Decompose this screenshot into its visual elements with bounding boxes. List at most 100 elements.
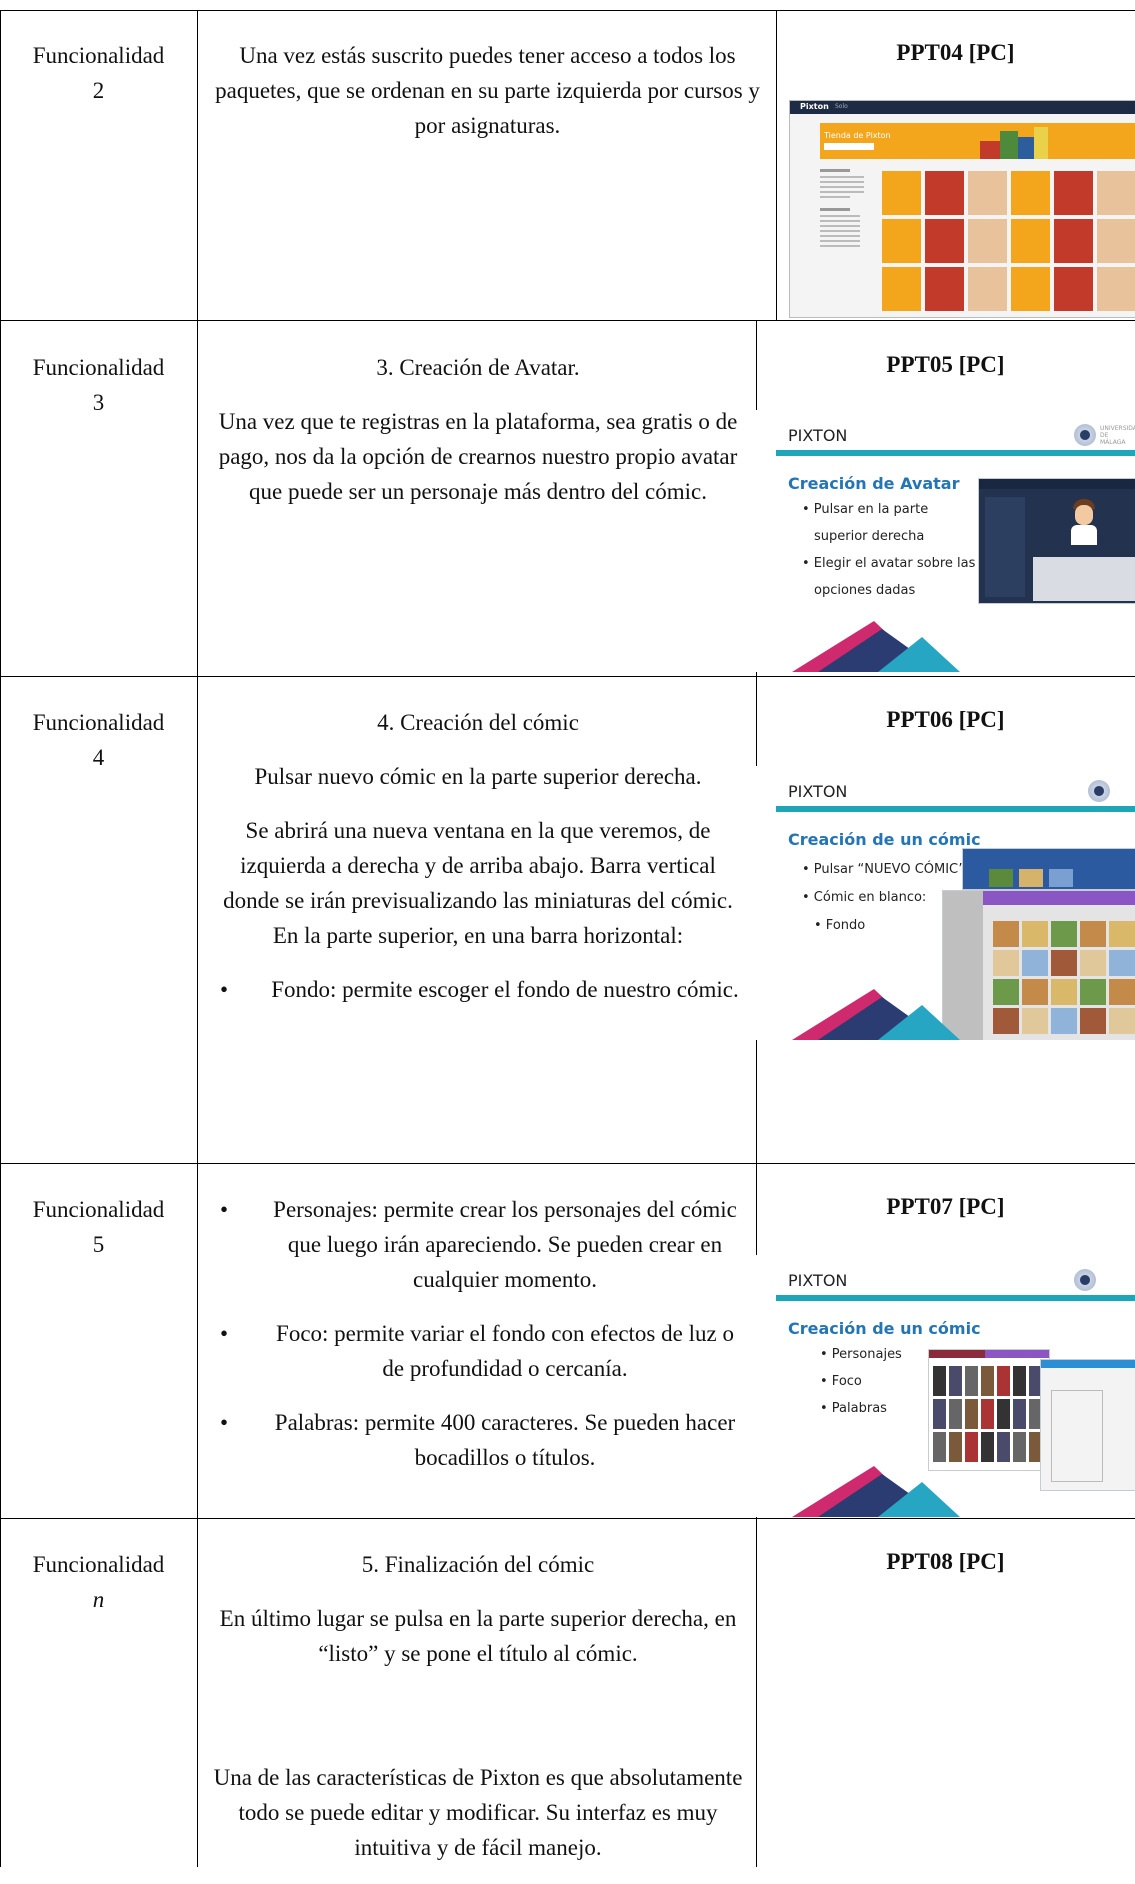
bullet-glyph: • [220,1410,229,1435]
thumbnail-tile [949,1399,962,1429]
table-row-divider-3 [0,1163,1135,1164]
thumbnail-tile [1013,1432,1026,1462]
section-heading: 4. Creación del cómic [377,710,579,735]
thumbnail-tile [1022,950,1048,976]
thumbnail-tile [1011,219,1050,263]
thumbnail-tile [968,171,1007,215]
thumbnail-tile [925,219,964,263]
thumbnail-tile [993,950,1019,976]
slide-subtitle: Creación de un cómic [788,1319,981,1338]
thumbnail-tile [882,267,921,311]
triangle-shapes-icon [792,1466,960,1517]
row-description: • Personajes: permite crear los personaj… [210,1192,746,1475]
thumbnail-tile [1013,1399,1026,1429]
table-col-divider-2b [756,320,757,1867]
slide-decoration [756,615,1135,672]
thumbnail-tile [949,1366,962,1396]
store-banner [820,123,1135,159]
thumbnail-tile [997,1432,1010,1462]
slide-decoration [756,1460,1016,1517]
slide-accent-bar [776,806,1135,812]
row-label: Funcionalidad 2 [32,43,165,103]
thumbnail-tile [997,1399,1010,1429]
thumbnail-tile [933,1399,946,1429]
triangle-shapes-icon [792,989,960,1040]
slide-subtitle: Creación de Avatar [788,474,960,493]
thumbnail-tile [1097,267,1135,311]
avatar-editor-screenshot [978,478,1135,604]
section-heading: 3. Creación de Avatar. [376,355,580,380]
thumbnail-tile [1022,921,1048,947]
slide-accent-bar [776,450,1135,456]
search-field [824,143,874,150]
thumbnail-tile [1097,171,1135,215]
paragraph: Una de las características de Pixton es … [213,1765,743,1860]
thumbnail-tile [1080,1008,1106,1034]
paragraph: Pulsar nuevo cómic en la parte superior … [254,764,702,789]
thumbnail-tile [1029,1366,1042,1396]
bullet-glyph: • [220,977,229,1002]
characters-screenshot [928,1349,1050,1471]
thumbnail-tile [1109,1008,1135,1034]
thumbnail-tile [1054,267,1093,311]
thumbnail-tile [981,1432,994,1462]
paragraph: Se abrirá una nueva ventana en la que ve… [223,818,733,948]
thumbnail-tile [1013,1366,1026,1396]
thumbnail-tile [968,219,1007,263]
thumbnail-tile [1022,1008,1048,1034]
thumbnail-tile [1109,979,1135,1005]
paragraph: Una vez estás suscrito puedes tener acce… [215,43,760,138]
table-row-divider-4 [0,1518,1135,1519]
slide-brand: PIXTON [788,426,848,445]
paragraph: Una vez que te registras en la plataform… [218,409,738,504]
slide-brand: PIXTON [788,782,848,801]
store-banner-title: Tienda de Pixton [824,131,891,140]
section-heading: 5. Finalización del cómic [361,1552,595,1577]
thumbnail-tile [1097,219,1135,263]
slide-reference: PPT07 [PC] [886,1194,1005,1219]
pixton-brand: Pixton [800,102,829,111]
thumbnail-tile [981,1366,994,1396]
thumbnail-tile [1029,1432,1042,1462]
thumbnail-tile [925,267,964,311]
thumbnail-tile [965,1432,978,1462]
bullet-item: • Personajes: permite crear los personaj… [210,1192,746,1297]
thumbnail-tile [993,921,1019,947]
thumbnail-tile [1080,921,1106,947]
pixton-store-thumbnail: Pixton Solo Tienda de Pixton [789,100,1135,318]
thumbnail-tile [965,1399,978,1429]
bullet-glyph: • [220,1197,229,1222]
filter-sidebar [820,163,870,317]
university-logo-icon [1088,780,1110,802]
thumbnail-tile [1080,979,1106,1005]
bullet-item: • Fondo: permite escoger el fondo de nue… [210,972,746,1007]
slide-subtitle: Creación de un cómic [788,830,981,849]
thumbnail-tile [1051,950,1077,976]
thumbnail-tile [1011,171,1050,215]
table-row-divider-2 [0,676,1135,677]
row-description: Una vez estás suscrito puedes tener acce… [210,38,765,162]
thumbnail-tile [965,1366,978,1396]
thumbnail-tile [1051,979,1077,1005]
slide-reference: PPT04 [PC] [896,40,1015,65]
thumbnail-tile [997,1366,1010,1396]
thumbnail-tile [925,171,964,215]
thumbnail-tile [993,1008,1019,1034]
table-row-divider-1 [0,320,1135,321]
paragraph: En último lugar se pulsa en la parte sup… [219,1606,737,1666]
row-label: Funcionalidad 5 [32,1197,165,1257]
background-grid [993,921,1135,1040]
bullet-item: • Palabras: permite 400 caracteres. Se p… [210,1405,746,1475]
thumbnail-tile [1022,979,1048,1005]
thumbnail-tile [968,267,1007,311]
row-description: 4. Creación del cómic Pulsar nuevo cómic… [210,705,746,1007]
thumbnail-tile [882,171,921,215]
table-border-left [0,10,1,1867]
thumbnail-tile [1051,1008,1077,1034]
slide-brand: PIXTON [788,1271,848,1290]
thumbnail-tile [949,1432,962,1462]
package-grid [882,171,1135,317]
row-label: Funcionalidad n [32,1552,165,1612]
thumbnail-tile [1011,267,1050,311]
